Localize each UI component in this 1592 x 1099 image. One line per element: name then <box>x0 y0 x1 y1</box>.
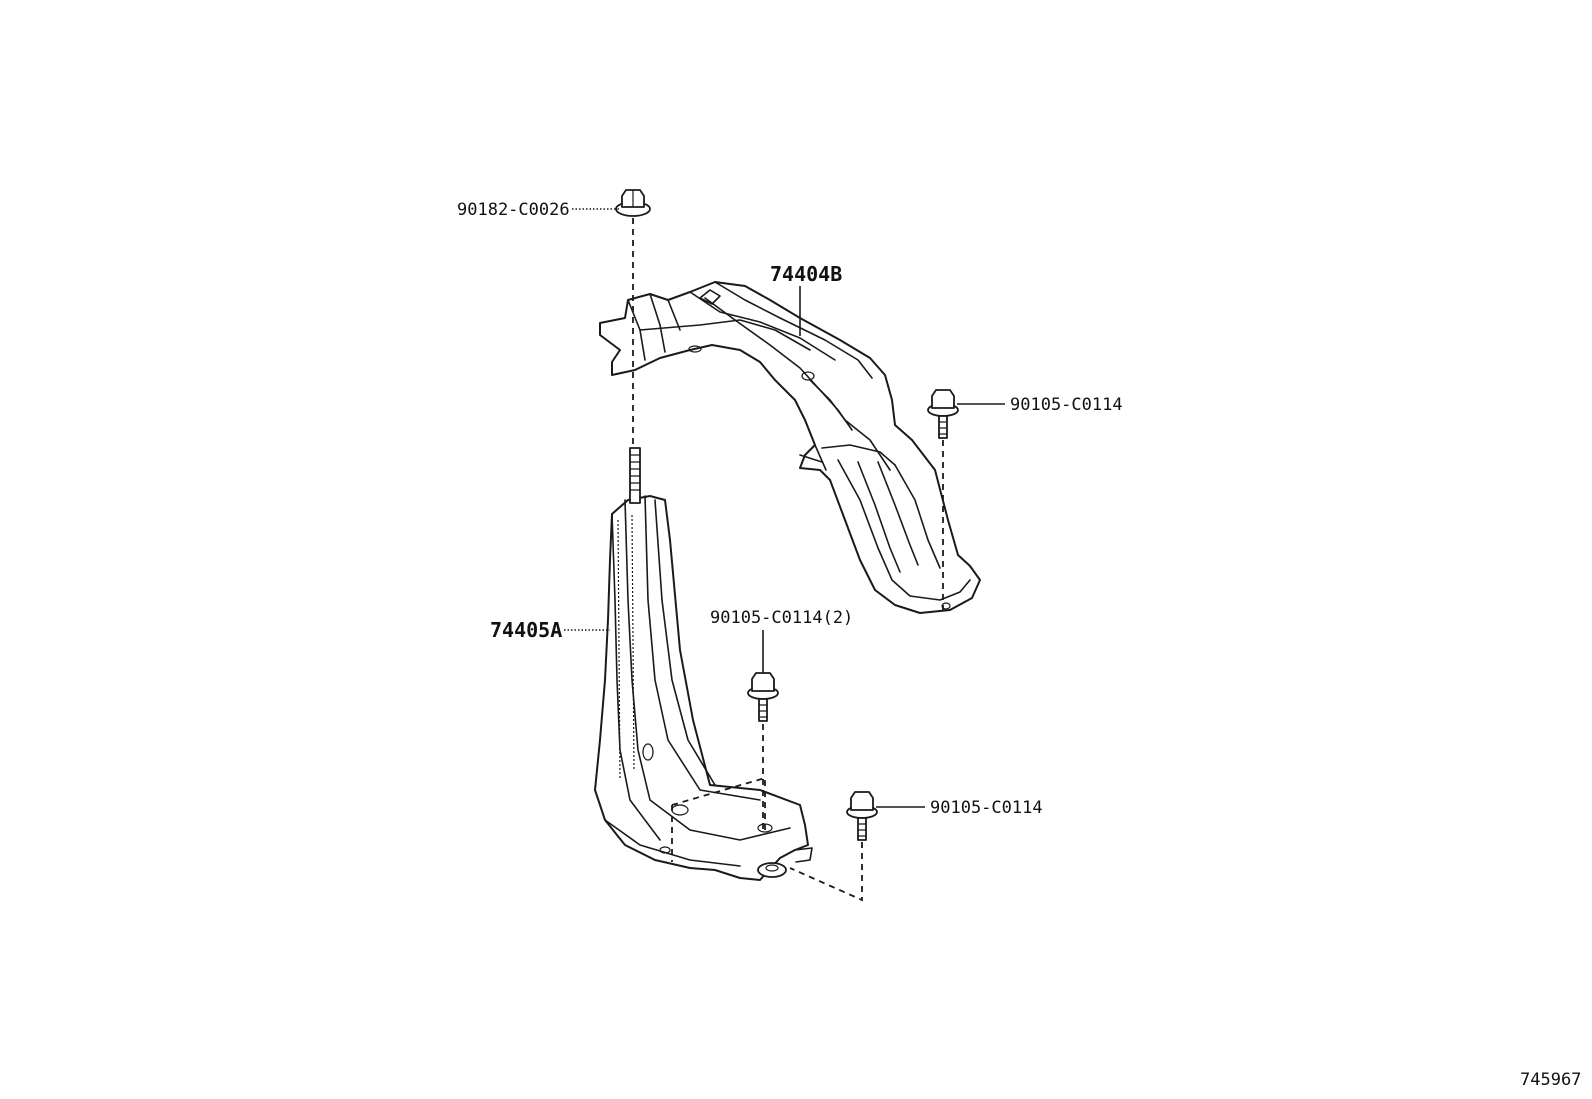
bracket-74404b[interactable] <box>599 281 981 614</box>
bracket-74405a[interactable] <box>594 495 813 881</box>
bolt-lower-icon[interactable] <box>846 791 878 841</box>
nut-90182-c0026-icon[interactable] <box>615 189 651 217</box>
label-nut-top: 90182-C0026 <box>457 200 570 220</box>
bolt-right-icon[interactable] <box>927 389 959 439</box>
bolt-center-icon[interactable] <box>747 672 779 722</box>
assembly-lines <box>632 218 944 902</box>
leader-lines <box>564 208 1005 808</box>
stud <box>629 447 641 504</box>
label-bolt-lower: 90105-C0114 <box>930 798 1043 818</box>
label-bracket-lower: 74405A <box>490 618 562 642</box>
diagram-number: 745967 <box>1520 1070 1581 1090</box>
label-bolt-center: 90105-C0114(2) <box>710 608 853 628</box>
label-bracket-upper: 74404B <box>770 262 842 286</box>
label-bolt-right: 90105-C0114 <box>1010 395 1123 415</box>
